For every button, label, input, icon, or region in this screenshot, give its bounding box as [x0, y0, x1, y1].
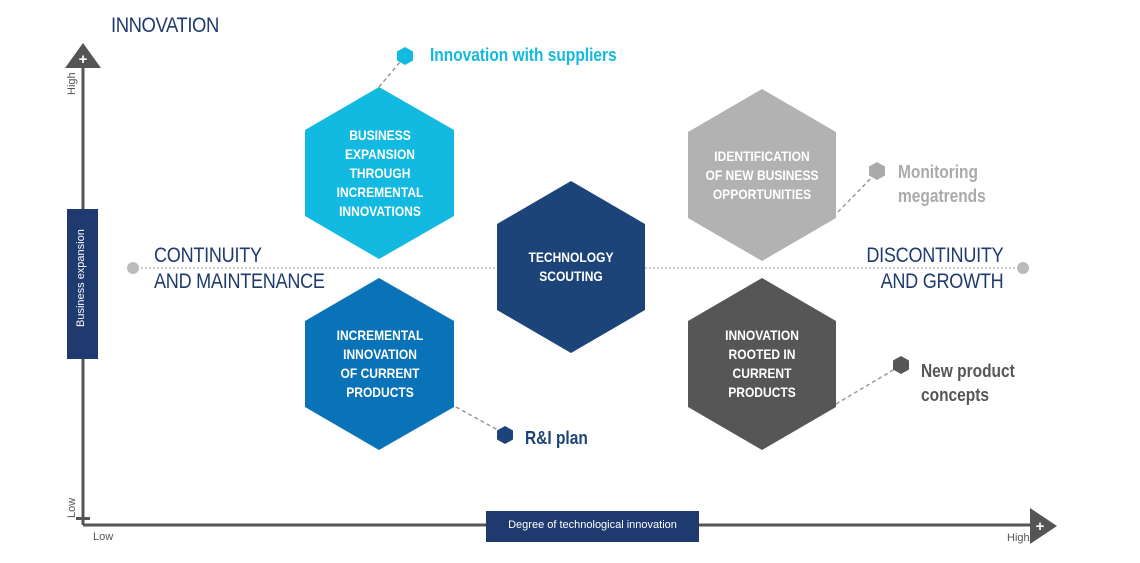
hex-text-line: INNOVATION	[725, 327, 799, 343]
hex-text-line: IDENTIFICATION	[714, 148, 810, 164]
hex-text-line: OF NEW BUSINESS	[705, 167, 819, 183]
y-axis-arrowhead	[65, 43, 101, 68]
y-axis-label: Business expansion	[75, 229, 87, 327]
plan-callout: R&I plan	[525, 428, 588, 448]
diagram-title: INNOVATION	[111, 14, 219, 37]
y-axis-minus-mark	[76, 517, 90, 520]
hex-text-line: TECHNOLOGY	[528, 249, 614, 265]
hex-text-line: PRODUCTS	[728, 384, 796, 400]
hex-text-line: INNOVATIONS	[339, 203, 421, 219]
hexagon-incremental-innovation	[305, 278, 454, 450]
hex-text-line: INNOVATION	[343, 346, 417, 362]
hex-text-line: EXPANSION	[344, 146, 416, 162]
hex-text-line: INCREMENTAL	[336, 184, 424, 200]
discontinuity-label: DISCONTINUITY AND GROWTH	[866, 243, 1003, 295]
left-end-dot	[127, 262, 139, 274]
megatrends-connector	[837, 171, 878, 213]
right-end-dot	[1017, 262, 1029, 274]
discontinuity-label-line: AND GROWTH	[880, 270, 1003, 293]
x-axis-low-label: Low	[93, 531, 114, 543]
y-axis-high-label: High	[66, 72, 78, 95]
discontinuity-label-line: DISCONTINUITY	[865, 244, 1003, 267]
hex-text-line: BUSINESS	[349, 127, 411, 143]
concepts-connector	[835, 365, 901, 405]
megatrends-marker-icon	[869, 162, 885, 180]
hexagon-business-expansion	[305, 87, 454, 259]
hex-text-line: OPPORTUNITIES	[712, 186, 812, 202]
suppliers-callout: Innovation with suppliers	[430, 45, 617, 65]
concepts-marker-icon	[893, 356, 909, 374]
y-axis-low-label: Low	[66, 497, 78, 518]
hex-text-line: OF CURRENT	[340, 365, 420, 381]
hex-text-line: SCOUTING	[539, 268, 603, 284]
hex-text-line: PRODUCTS	[346, 384, 414, 400]
x-axis-arrowhead	[1030, 508, 1057, 544]
suppliers-marker-icon	[397, 47, 413, 65]
x-axis-high-label: High	[1007, 532, 1030, 544]
hex-text-line: INCREMENTAL	[336, 327, 424, 343]
innovation-rooted-text: INNOVATION ROOTED IN CURRENT PRODUCTS	[698, 326, 825, 402]
hex-text-line: ROOTED IN	[728, 346, 796, 362]
hexagon-technology-scouting	[497, 181, 645, 353]
y-axis-plus-icon: +	[79, 51, 88, 68]
x-axis-label: Degree of technological innovation	[508, 519, 677, 531]
megatrends-callout: Monitoring megatrends	[898, 162, 986, 206]
incremental-innovation-text: INCREMENTAL INNOVATION OF CURRENT PRODUC…	[316, 326, 445, 402]
business-expansion-text: BUSINESS EXPANSION THROUGH INCREMENTAL I…	[316, 126, 445, 221]
x-axis-label-box	[486, 511, 699, 542]
x-axis-plus-icon: +	[1036, 518, 1045, 535]
continuity-label-line: AND MAINTENANCE	[154, 270, 325, 293]
plan-connector	[455, 406, 506, 435]
hexagon-innovation-rooted	[688, 278, 836, 450]
technology-scouting-text: TECHNOLOGY SCOUTING	[507, 248, 634, 286]
new-business-opportunities-text: IDENTIFICATION OF NEW BUSINESS OPPORTUNI…	[690, 147, 834, 204]
plan-marker-icon	[497, 426, 513, 444]
concepts-callout: New product concepts	[921, 361, 1015, 405]
hex-text-line: CURRENT	[732, 365, 792, 381]
hexagon-new-business-opportunities	[688, 89, 836, 261]
continuity-label: CONTINUITY AND MAINTENANCE	[154, 243, 325, 295]
hex-text-line: THROUGH	[349, 165, 411, 181]
y-axis-label-box	[67, 209, 98, 359]
continuity-label-line: CONTINUITY	[154, 244, 262, 267]
